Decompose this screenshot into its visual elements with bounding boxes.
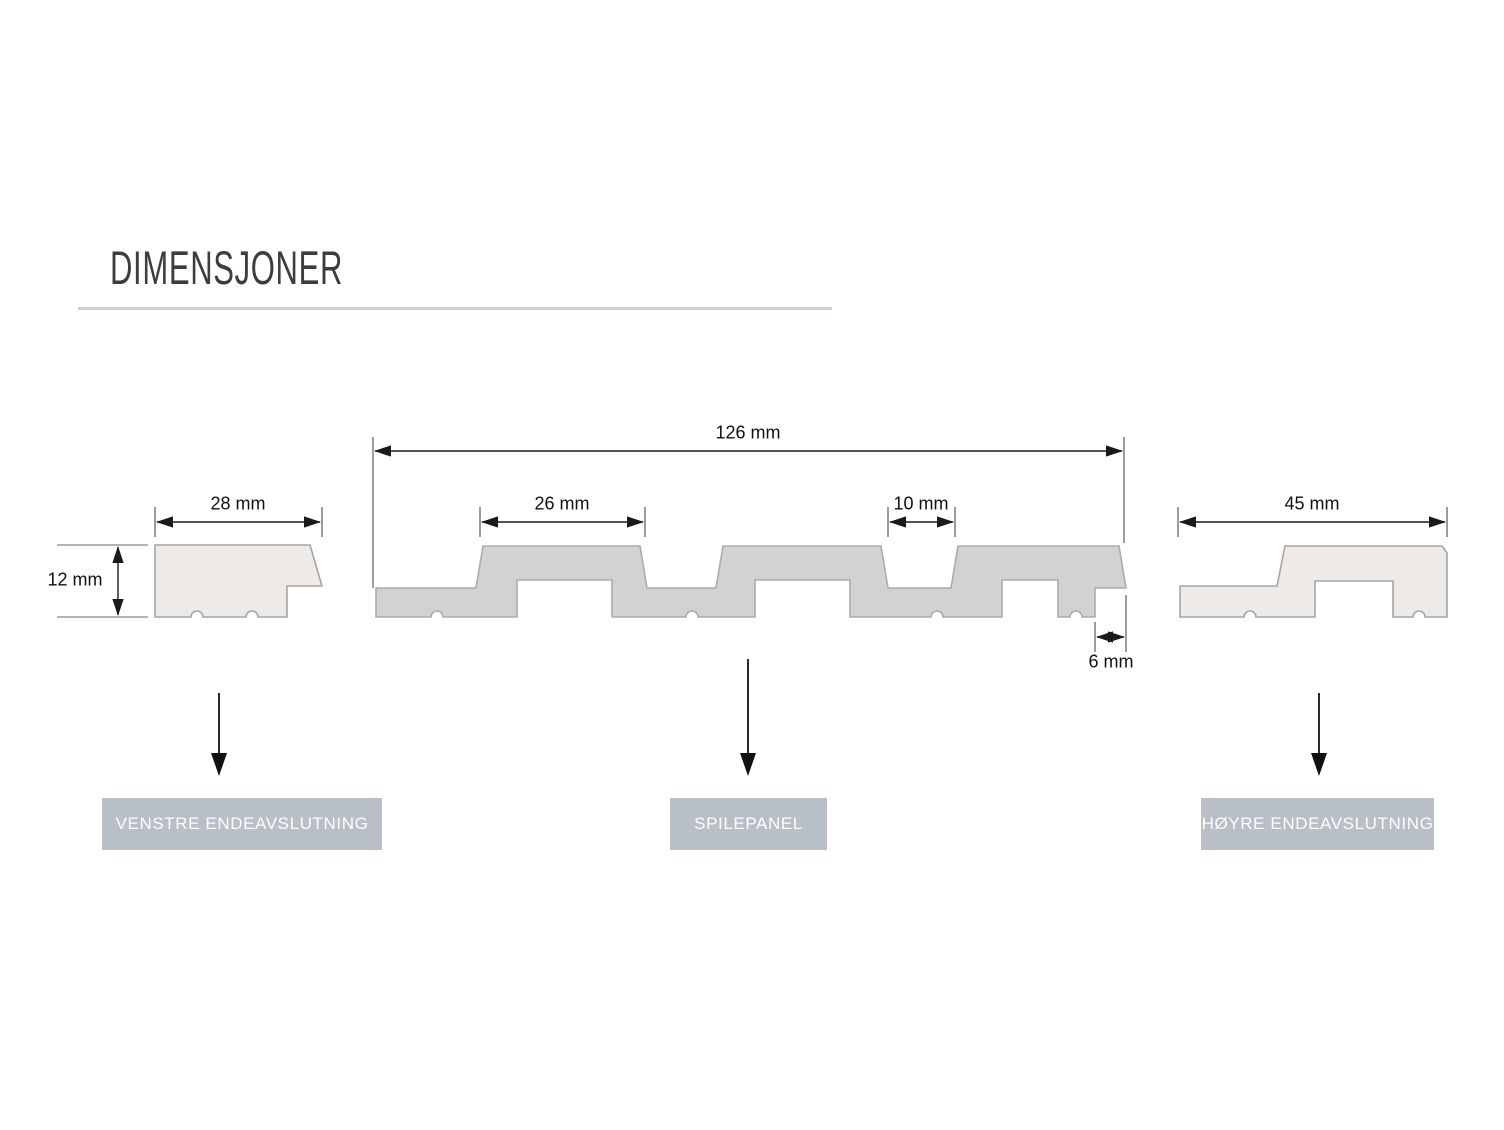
label-venstre-endeavslutning: VENSTRE ENDEAVSLUTNING bbox=[102, 798, 382, 850]
middle-profile-group bbox=[372, 437, 1127, 776]
label-spilepanel-text: SPILEPANEL bbox=[694, 814, 803, 833]
dim-label-45mm: 45 mm bbox=[1284, 493, 1340, 514]
left-profile-group bbox=[57, 507, 323, 776]
label-hoyre-endeavslutning: HØYRE ENDEAVSLUTNING bbox=[1201, 798, 1434, 850]
dim-label-126mm: 126 mm bbox=[715, 422, 781, 443]
title-underline bbox=[78, 307, 832, 310]
left-profile-shape bbox=[154, 544, 323, 618]
left-down-arrow-head bbox=[211, 753, 227, 776]
middle-down-arrow-head bbox=[740, 753, 756, 776]
label-spilepanel: SPILEPANEL bbox=[670, 798, 827, 850]
dim-label-6mm: 6 mm bbox=[1088, 651, 1134, 672]
dim-label-26mm: 26 mm bbox=[534, 493, 590, 514]
right-profile-shape bbox=[1179, 545, 1448, 618]
page-title: DIMENSJONER bbox=[110, 241, 344, 294]
dim-label-28mm: 28 mm bbox=[210, 493, 266, 514]
right-profile-group bbox=[1177, 507, 1448, 776]
label-hoyre-endeavslutning-text: HØYRE ENDEAVSLUTNING bbox=[1201, 814, 1434, 833]
label-venstre-endeavslutning-text: VENSTRE ENDEAVSLUTNING bbox=[115, 814, 369, 833]
right-down-arrow-head bbox=[1311, 753, 1327, 776]
dim-label-10mm: 10 mm bbox=[893, 493, 949, 514]
dim-label-12mm: 12 mm bbox=[47, 569, 103, 590]
spilepanel-shape bbox=[375, 545, 1127, 618]
